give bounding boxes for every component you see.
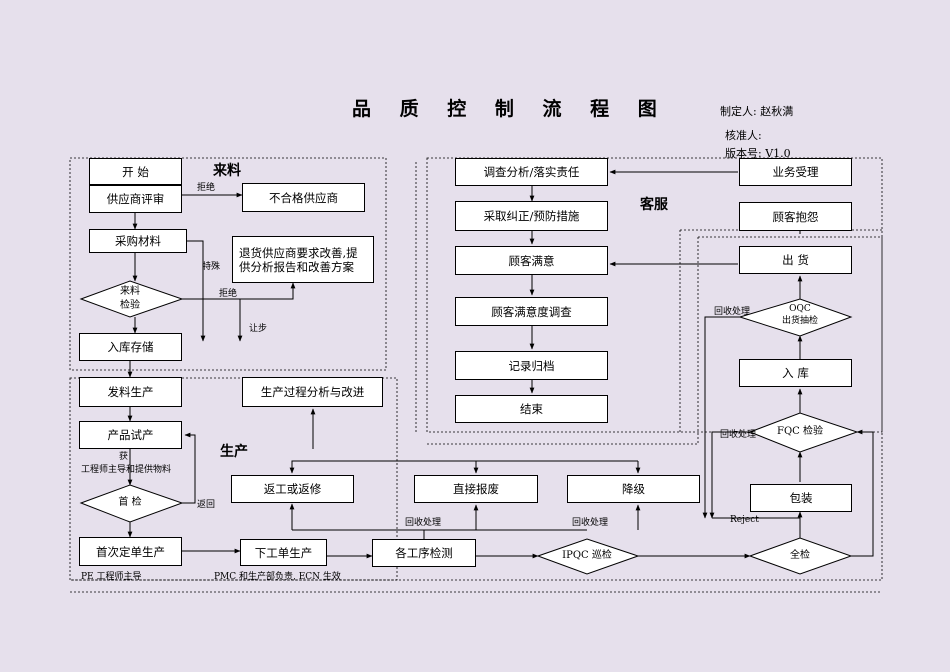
- full-inspection-diamond: [748, 537, 853, 575]
- reject-label-2: 拒绝: [219, 289, 238, 299]
- pmc-lead-label: PMC 和生产部负责, ECN 生效: [214, 572, 341, 582]
- ipqc-label: IPQC 巡检: [562, 550, 612, 561]
- reject-en-label: Reject: [730, 515, 759, 525]
- incoming-inspection-line2: 检验: [120, 300, 140, 311]
- production-section-title: 生产: [220, 444, 248, 460]
- complaint-box: 顾客抱怨: [739, 202, 852, 231]
- ship-box: 出 货: [739, 246, 852, 274]
- process-analysis-box: 生产过程分析与改进: [242, 377, 383, 407]
- production-section-border: [69, 377, 398, 581]
- recycle-label-1: 回收处理: [405, 518, 442, 528]
- trial-production-box: 产品试产: [79, 421, 182, 449]
- pe-lead-label: PE 工程师主导: [81, 572, 142, 582]
- issue-material-box: 发料生产: [79, 377, 182, 407]
- section-borders: [69, 157, 883, 593]
- special-label: 特殊: [202, 262, 221, 272]
- unqualified-supplier-box: 不合格供应商: [242, 183, 365, 212]
- oqc-line1: OQC: [789, 304, 811, 314]
- survey-box: 顾客满意度调查: [455, 297, 608, 326]
- return-goods-box: 退货供应商要求改善,提供分析报告和改善方案: [232, 236, 374, 283]
- purchase-box: 采购材料: [89, 229, 187, 253]
- engineer-lead-label: 工程师主导和提供物料: [81, 465, 172, 475]
- page-title: 品 质 控 制 流 程 图: [352, 98, 668, 120]
- oqc-diamond: [738, 298, 853, 337]
- process-check-box: 各工序检测: [372, 539, 476, 567]
- version-label: 版本号: V1.0: [725, 147, 791, 160]
- investigation-box: 调查分析/落实责任: [455, 158, 608, 186]
- incoming-inspection-label: 来料 检验: [100, 285, 160, 313]
- start-box: 开 始: [89, 158, 182, 185]
- fqc-diamond: [748, 412, 859, 453]
- end-box: 结束: [455, 395, 608, 423]
- first-inspection-label: 首 检: [118, 497, 142, 508]
- incoming-section-border: [69, 157, 387, 371]
- reject-label-1: 拒绝: [197, 183, 216, 193]
- business-box: 业务受理: [739, 158, 852, 186]
- warehouse-in-box: 入库存储: [79, 333, 182, 361]
- incoming-section-title: 来料: [213, 163, 241, 179]
- stock-in-box: 入 库: [739, 359, 852, 387]
- corrective-box: 采取纠正/预防措施: [455, 201, 608, 231]
- work-order-box: 下工单生产: [240, 539, 327, 566]
- record-box: 记录归档: [455, 351, 608, 380]
- ipqc-diamond: [536, 538, 640, 575]
- rework-box: 返工或返修: [231, 475, 354, 503]
- supplier-review-box: 供应商评审: [89, 185, 182, 213]
- satisfied-box: 顾客满意: [455, 246, 608, 275]
- oqc-label: OQC 出货抽检: [765, 303, 835, 327]
- oqc-line2: 出货抽检: [781, 316, 818, 326]
- approve-label: 获: [119, 452, 129, 462]
- full-inspection-label: 全检: [790, 550, 810, 561]
- first-inspection-diamond: [79, 484, 184, 523]
- packing-box: 包装: [750, 484, 852, 512]
- approver-label: 核准人:: [725, 129, 762, 142]
- recycle-label-2: 回收处理: [572, 518, 609, 528]
- incoming-inspection-diamond: [79, 280, 184, 318]
- recycle-fqc-label: 回收处理: [720, 430, 757, 440]
- scrap-box: 直接报废: [414, 475, 538, 503]
- concession-label: 让步: [249, 324, 268, 334]
- recycle-oqc-label: 回收处理: [714, 307, 751, 317]
- author-label: 制定人: 赵秋满: [720, 105, 794, 118]
- return-back-label: 返回: [197, 500, 216, 510]
- fqc-label: FQC 检验: [777, 426, 823, 437]
- downgrade-box: 降级: [567, 475, 700, 503]
- service-section-title: 客服: [640, 197, 668, 213]
- first-order-box: 首次定单生产: [79, 537, 182, 566]
- incoming-inspection-line1: 来料: [120, 286, 140, 297]
